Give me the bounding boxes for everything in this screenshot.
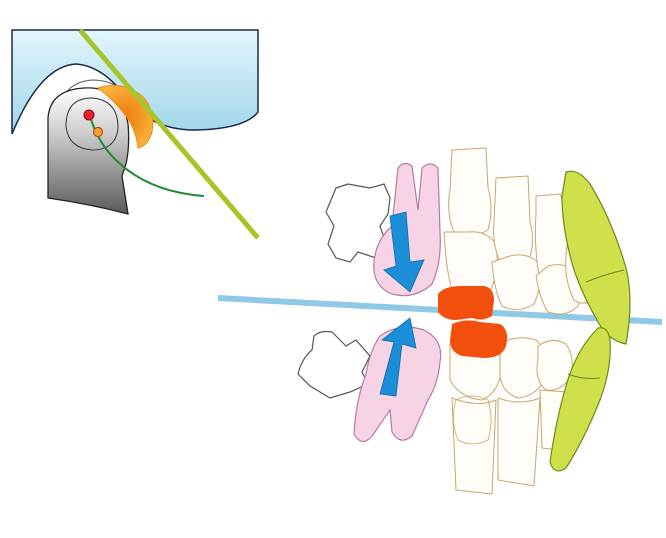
occlusal-contact (438, 286, 508, 358)
upper-molar-1-crown (443, 231, 498, 296)
upper-incisor (561, 170, 631, 345)
upper-molar-1 (448, 147, 492, 236)
arrow-up-icon (379, 317, 417, 397)
upper-incisor-cej (585, 269, 625, 283)
upper-molar-2 (493, 175, 534, 267)
lower-molar-2-root (497, 397, 541, 487)
condyle-head-outline (65, 97, 119, 151)
condyle-point-orange (92, 126, 104, 138)
lower-incisor (549, 327, 611, 472)
lower-incisor-cej (567, 373, 601, 379)
lower-molar-1-root (451, 397, 497, 495)
arrow-down-icon (383, 211, 425, 293)
lower-arch (297, 317, 611, 495)
condyle-point-red (83, 109, 95, 121)
mandibular-ramus (47, 87, 130, 215)
upper-arch (325, 147, 631, 345)
lower-molar-outline-tooth (297, 330, 371, 399)
guide-line (78, 28, 260, 240)
tmj-inset (11, 28, 260, 240)
upper-molar-2-crown (491, 254, 541, 310)
upper-contact-block (438, 286, 494, 320)
lower-contact-block (450, 320, 508, 358)
lower-molar-4-crown (453, 395, 492, 445)
